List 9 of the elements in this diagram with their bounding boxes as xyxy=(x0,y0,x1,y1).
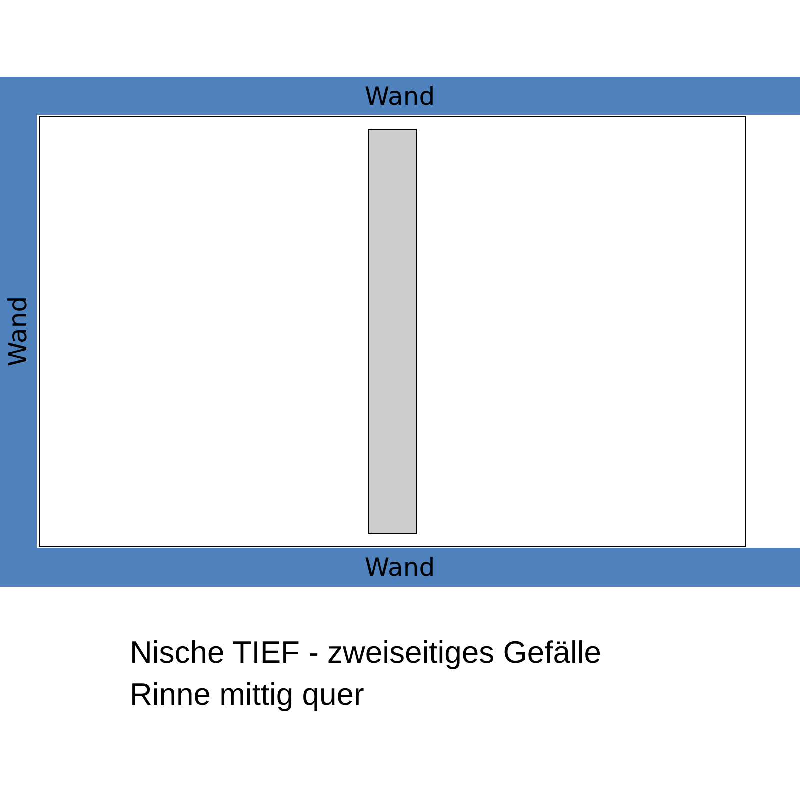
wall-label: Wand xyxy=(364,555,436,580)
drain-channel xyxy=(368,129,417,534)
caption-text: Rinne mittig quer xyxy=(130,677,364,713)
wall-band xyxy=(0,77,800,115)
caption-text: Nische TIEF - zweiseitiges Gefälle xyxy=(130,635,602,671)
floor-area xyxy=(39,116,746,547)
wall-label: Wand xyxy=(364,84,436,108)
wall-band xyxy=(0,548,800,587)
wall-label: Wand xyxy=(6,296,31,367)
